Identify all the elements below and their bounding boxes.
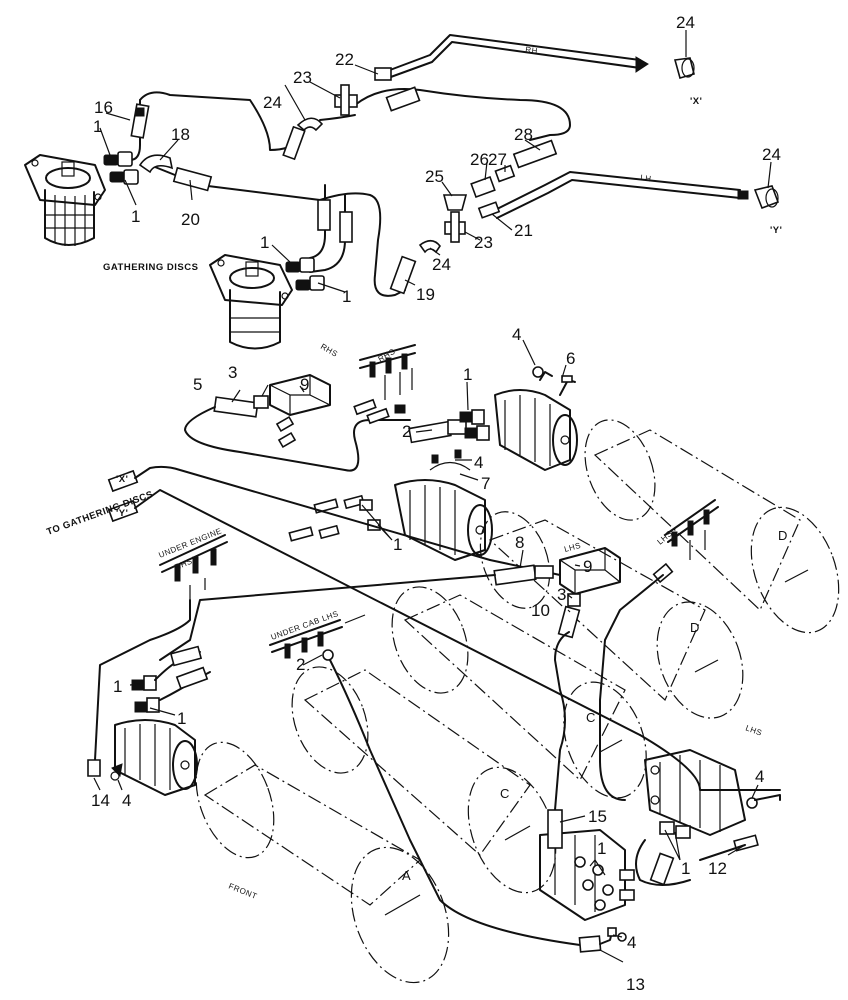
callout-1: 1	[113, 677, 122, 696]
label-x-lower: 'X'	[116, 474, 128, 485]
callout-23: 23	[293, 68, 312, 87]
callout-1: 1	[681, 859, 690, 878]
callout-4: 4	[122, 791, 131, 810]
callout-23: 23	[474, 233, 493, 252]
callout-8: 8	[515, 533, 524, 552]
roller-d-front: D	[479, 511, 744, 719]
label-gathering-discs: GATHERING DISCS	[103, 262, 198, 273]
label-to-gathering-discs: TO GATHERING DISCS	[45, 489, 155, 538]
callout-28: 28	[514, 125, 533, 144]
callout-1: 1	[260, 233, 269, 252]
label-rh: RH	[525, 45, 539, 56]
callout-27: 27	[488, 150, 507, 169]
callout-22: 22	[335, 50, 354, 69]
roller-c-rear: C	[391, 586, 647, 799]
labels: GATHERING DISCS 'X' 'Y' RH LH RHS RHS LH…	[45, 45, 782, 901]
roller-label-a: A	[402, 868, 411, 883]
callout-25: 25	[425, 167, 444, 186]
pump-motor-front-right	[539, 809, 635, 921]
callout-20: 20	[181, 210, 200, 229]
gathering-disc-motor-upper	[24, 154, 106, 246]
rhs-valve-area	[184, 344, 490, 472]
callout-4: 4	[627, 933, 636, 952]
roller-label-c2: C	[586, 710, 595, 725]
callout-9: 9	[300, 375, 309, 394]
label-front: FRONT	[227, 882, 258, 902]
callout-24: 24	[432, 255, 451, 274]
callout-4: 4	[474, 453, 483, 472]
callout-numbers: 16 1 1 18 20 1 1 19 24 23 22 28 27 26 25…	[91, 13, 781, 994]
callout-5: 5	[193, 375, 202, 394]
callout-19: 19	[416, 285, 435, 304]
callout-1: 1	[93, 117, 102, 136]
callout-1: 1	[342, 287, 351, 306]
callout-1: 1	[463, 365, 472, 384]
label-lhs: LHS	[744, 723, 763, 737]
pump-motor-lhs-rear	[635, 749, 781, 886]
callout-2: 2	[402, 422, 411, 441]
callout-1: 1	[177, 709, 186, 728]
callout-12: 12	[708, 859, 727, 878]
under-cab-manifold	[269, 614, 581, 946]
callout-1: 1	[131, 207, 140, 226]
roller-a: A	[195, 741, 450, 984]
lines-to-gathering-discs	[107, 465, 781, 791]
callout-24: 24	[762, 145, 781, 164]
label-rhs-small: RHS	[173, 557, 193, 572]
callout-6: 6	[566, 349, 575, 368]
callout-3: 3	[228, 363, 237, 382]
fitting-13	[578, 927, 627, 953]
gathering-disc-hoses	[129, 34, 741, 297]
label-lhs-block: LHS	[563, 541, 582, 554]
upper-fittings	[103, 57, 780, 295]
gathering-disc-motor-lower	[209, 254, 293, 350]
callout-10: 10	[531, 601, 550, 620]
callout-16: 16	[94, 98, 113, 117]
roller-c-front: C	[291, 666, 557, 894]
callout-18: 18	[171, 125, 190, 144]
pump-motor-rhs	[494, 366, 578, 471]
label-under-cab-lhs: UNDER CAB LHS	[270, 609, 340, 642]
roller-label-d2: D	[778, 528, 787, 543]
callout-2: 2	[296, 655, 305, 674]
callout-7: 7	[481, 474, 490, 493]
callout-9: 9	[583, 557, 592, 576]
callout-14: 14	[91, 791, 110, 810]
under-engine-manifold	[94, 534, 228, 761]
callout-15: 15	[588, 807, 607, 826]
callout-26: 26	[470, 150, 489, 169]
leader-lines	[93, 30, 772, 963]
label-x-upper: 'X'	[690, 96, 702, 107]
callout-24: 24	[676, 13, 695, 32]
roller-d-rear: D	[584, 419, 840, 634]
label-y-upper: 'Y'	[770, 225, 782, 236]
callout-1: 1	[393, 535, 402, 554]
callout-4: 4	[512, 325, 521, 344]
pump-motor-front-left	[87, 645, 211, 796]
label-lh: LH	[640, 173, 652, 183]
callout-1: 1	[597, 839, 606, 858]
callout-21: 21	[514, 221, 533, 240]
callout-13: 13	[626, 975, 645, 994]
lhs-valve-area	[159, 499, 719, 811]
callout-4: 4	[755, 767, 764, 786]
callout-3: 3	[557, 585, 566, 604]
label-y-lower: 'Y'	[116, 508, 128, 519]
roller-label-c1: C	[500, 786, 509, 801]
callout-24: 24	[263, 93, 282, 112]
label-rhs: RHS	[319, 342, 339, 359]
roller-label-d1: D	[690, 620, 699, 635]
